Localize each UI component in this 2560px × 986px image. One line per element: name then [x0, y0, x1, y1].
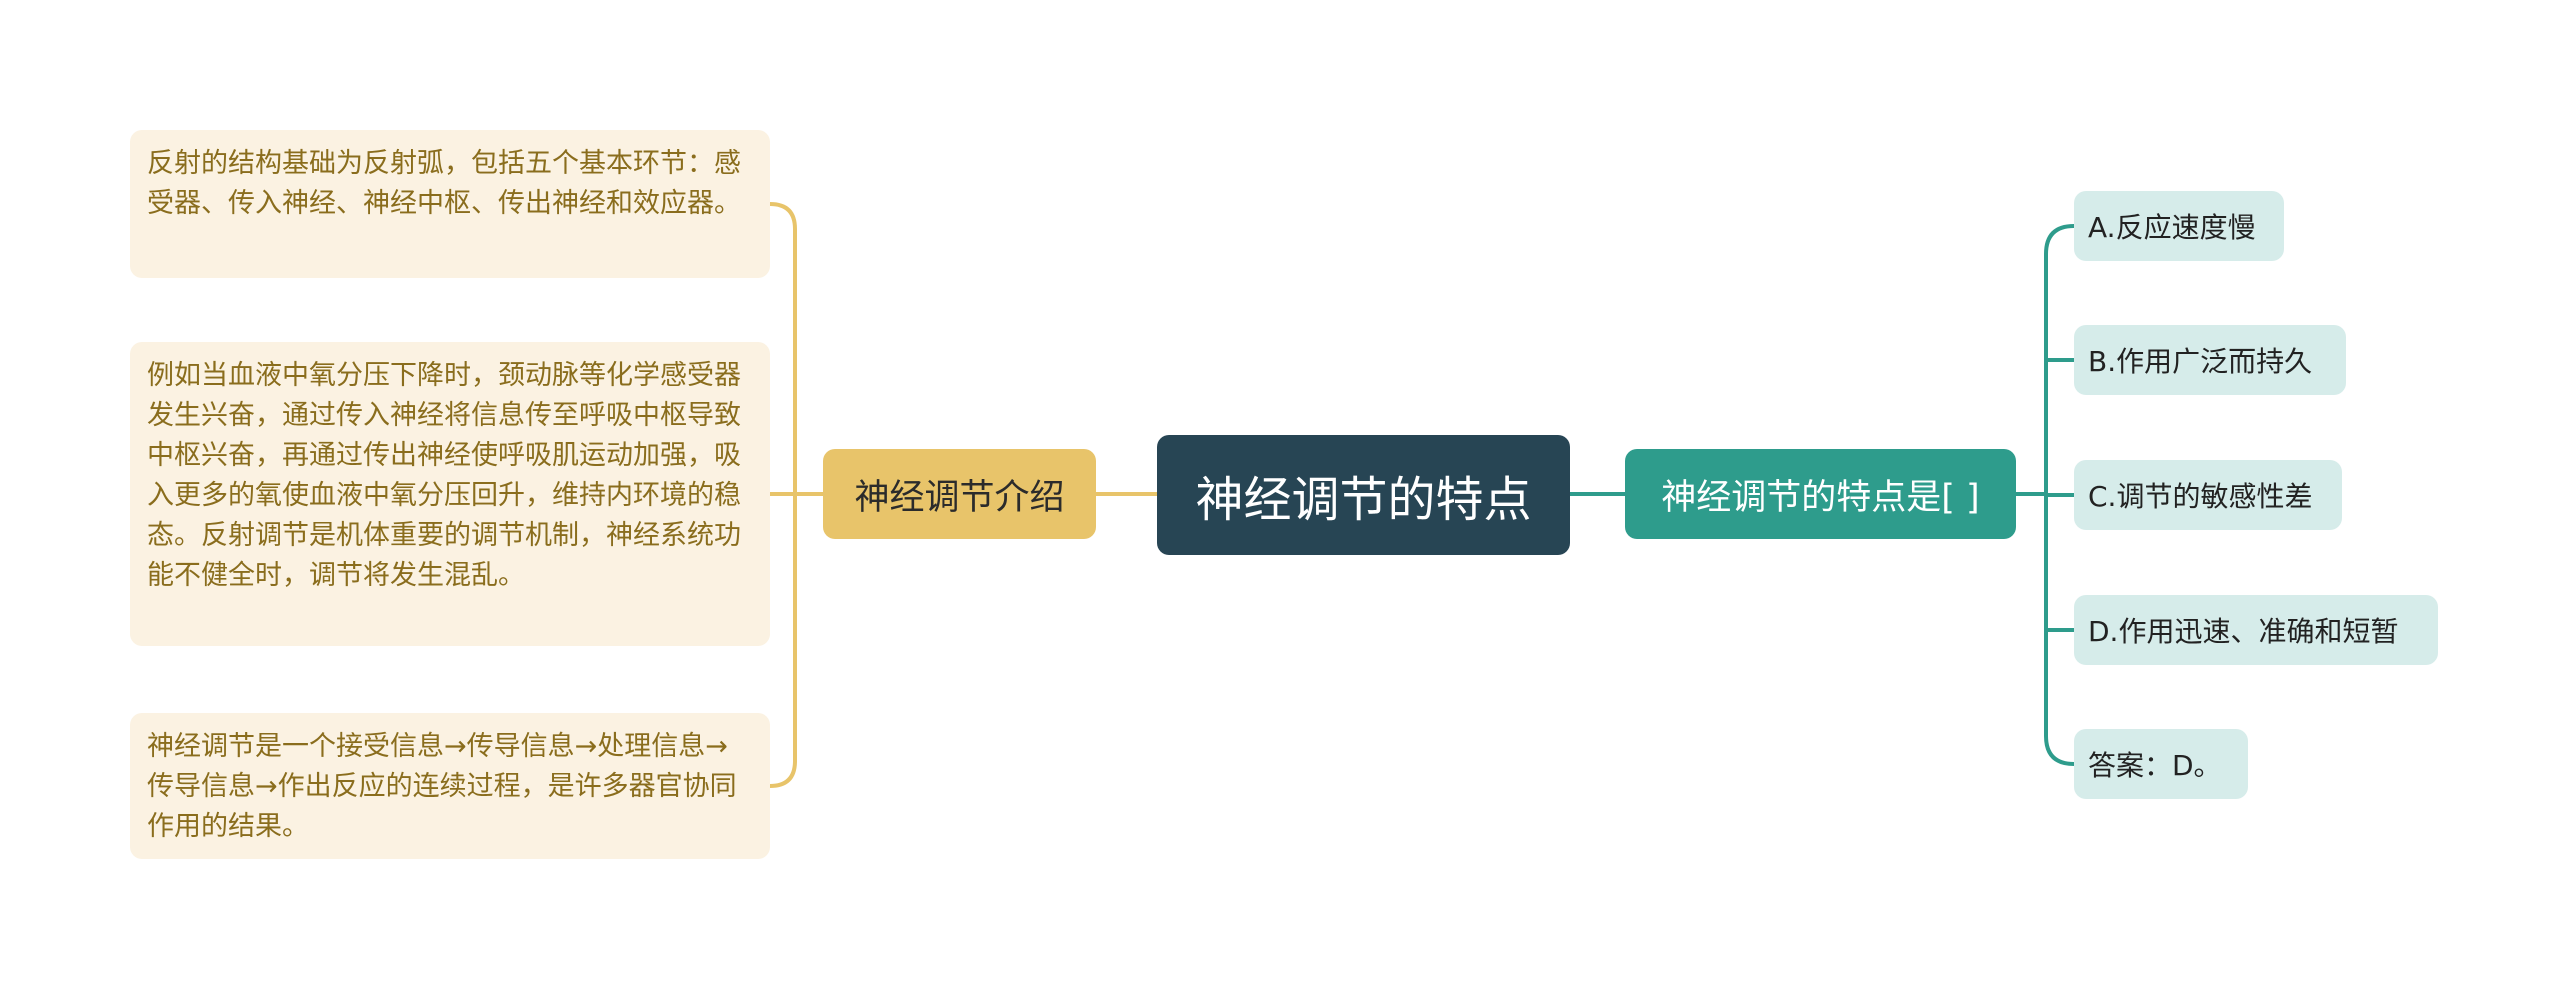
note-reflex-arc[interactable]: 反射的结构基础为反射弧，包括五个基本环节：感受器、传入神经、神经中枢、传出神经和… — [130, 130, 770, 278]
option-a[interactable]: A.反应速度慢 — [2074, 191, 2284, 261]
branch-question[interactable]: 神经调节的特点是[ ] — [1625, 449, 2016, 539]
note-text: 例如当血液中氧分压下降时，颈动脉等化学感受器发生兴奋，通过传入神经将信息传至呼吸… — [147, 360, 741, 591]
option-label: B.作用广泛而持久 — [2088, 345, 2313, 378]
branch-question-label: 神经调节的特点是[ ] — [1661, 477, 1980, 518]
central-topic[interactable]: 神经调节的特点 — [1157, 435, 1570, 555]
option-b[interactable]: B.作用广泛而持久 — [2074, 325, 2346, 395]
branch-introduction[interactable]: 神经调节介绍 — [823, 449, 1096, 539]
option-c[interactable]: C.调节的敏感性差 — [2074, 460, 2342, 530]
note-text: 反射的结构基础为反射弧，包括五个基本环节：感受器、传入神经、神经中枢、传出神经和… — [147, 148, 741, 219]
answer-label: 答案：D。 — [2088, 749, 2222, 782]
note-example[interactable]: 例如当血液中氧分压下降时，颈动脉等化学感受器发生兴奋，通过传入神经将信息传至呼吸… — [130, 342, 770, 646]
note-process[interactable]: 神经调节是一个接受信息→传导信息→处理信息→传导信息→作出反应的连续过程，是许多… — [130, 713, 770, 859]
option-d[interactable]: D.作用迅速、准确和短暂 — [2074, 595, 2438, 665]
option-label: A.反应速度慢 — [2088, 211, 2256, 244]
branch-introduction-label: 神经调节介绍 — [854, 477, 1065, 518]
answer[interactable]: 答案：D。 — [2074, 729, 2248, 799]
option-label: D.作用迅速、准确和短暂 — [2088, 615, 2399, 648]
option-label: C.调节的敏感性差 — [2088, 480, 2313, 513]
central-topic-label: 神经调节的特点 — [1195, 472, 1532, 528]
note-text: 神经调节是一个接受信息→传导信息→处理信息→传导信息→作出反应的连续过程，是许多… — [147, 731, 737, 842]
